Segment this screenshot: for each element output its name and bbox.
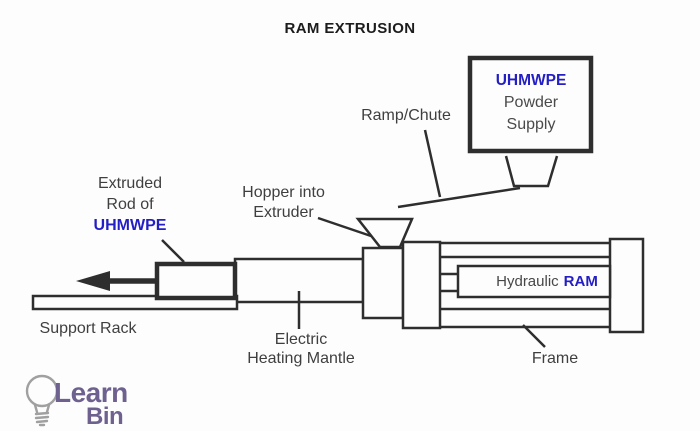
hydraulic-ram-label-blue: RAM — [563, 273, 598, 290]
frame-end-block — [608, 237, 645, 334]
powder-supply-label: UHMWPE Powder Supply — [471, 70, 591, 136]
hydraulic-ram-label: Hydraulic RAM — [459, 267, 609, 296]
powder-supply-label-line2: Powder — [503, 94, 559, 111]
extruded-rod-leader-line — [161, 239, 185, 263]
ramp-chute-label: Ramp/Chute — [361, 107, 451, 124]
hydraulic-ram-label-gray: Hydraulic — [496, 273, 559, 290]
extruded-rod-label: Extruded Rod of UHMWPE — [69, 173, 191, 236]
extruded-rod-label-line1: Extruded — [97, 175, 163, 192]
lightbulb-icon — [25, 374, 59, 427]
powder-supply-label-line3: Supply — [506, 116, 556, 133]
hopper-funnel — [355, 217, 414, 249]
diagram-title: RAM EXTRUSION — [284, 20, 416, 37]
powder-supply-label-line1: UHMWPE — [495, 72, 567, 89]
heating-mantle-label-line1: Electric — [274, 331, 328, 348]
cylinder-front-cap — [401, 240, 442, 330]
hopper-label-line1: Hopper into — [242, 184, 325, 201]
frame-label: Frame — [531, 350, 579, 367]
extrusion-arrow-head — [76, 271, 110, 291]
powder-supply-box — [467, 55, 594, 154]
support-rack-label: Support Rack — [39, 320, 137, 337]
powder-outlet-funnel — [504, 155, 559, 188]
learnbin-logo: Learn Bin — [22, 372, 152, 430]
heating-mantle-label: Electric Heating Mantle — [221, 330, 381, 368]
logo-text-learn: Learn — [54, 377, 128, 408]
extruded-rod-label-line3: UHMWPE — [93, 217, 167, 234]
hopper-leader-line — [317, 216, 372, 238]
ramp-chute-line — [397, 186, 521, 209]
extruder-head — [361, 246, 405, 320]
frame-leader-line — [522, 324, 546, 348]
hopper-label-line2: Extruder — [253, 204, 314, 221]
logo-text-bin: Bin — [86, 403, 124, 430]
heating-mantle-label-line2: Heating Mantle — [247, 350, 355, 367]
extruded-rod-block — [154, 261, 238, 301]
hydraulic-ram-box — [456, 264, 612, 299]
hopper-label: Hopper into Extruder — [221, 183, 346, 223]
ramp-chute-leader-line — [423, 129, 442, 198]
extruded-rod-label-line2: Rod of — [106, 196, 154, 213]
